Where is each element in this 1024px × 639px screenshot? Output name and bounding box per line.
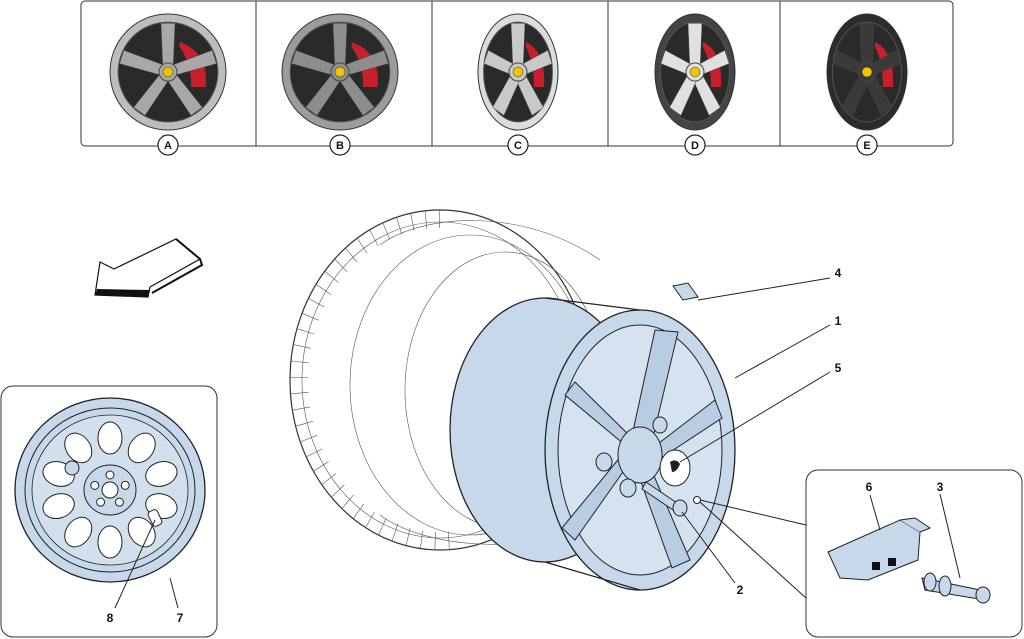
wheel-variant-e: E: [826, 13, 908, 156]
wheel-bolt-part-2: [641, 481, 688, 517]
callout-4: 4: [835, 266, 842, 280]
variant-label: E: [863, 140, 870, 152]
badge-icon: [861, 66, 873, 78]
variant-label: C: [514, 140, 522, 152]
valve-hole: [693, 496, 701, 504]
callout-7: 7: [177, 611, 184, 625]
variant-label: B: [336, 140, 344, 152]
tpms-valve-part-3: [921, 572, 991, 604]
balance-weight-part-4: [672, 282, 699, 301]
wheel-variant-b: B: [281, 13, 399, 156]
direction-arrow: [94, 238, 204, 298]
wheel-rim-part-1: [449, 297, 736, 591]
tpms-sensor-part-6: [827, 517, 932, 581]
variant-label: D: [691, 140, 699, 152]
callout-8: 8: [107, 611, 114, 625]
callout-2: 2: [737, 583, 744, 597]
callout-1: 1: [835, 314, 842, 328]
tpms-panel: [805, 469, 1023, 638]
variant-label: A: [164, 140, 172, 152]
callout-numbers: 4 1 5 2 6 3 8 7: [107, 266, 944, 625]
badge-icon: [162, 66, 174, 78]
spare-wheel-panel: [0, 385, 218, 638]
wheel-variant-a: A: [109, 13, 227, 156]
badge-icon: [512, 66, 524, 78]
wheel-variant-d: D: [654, 13, 736, 156]
callout-3: 3: [937, 480, 944, 494]
callout-6: 6: [866, 480, 873, 494]
callout-5: 5: [835, 361, 842, 375]
leader-lines: [114, 277, 961, 609]
badge-icon: [689, 66, 701, 78]
badge-icon: [334, 66, 346, 78]
hub-badge-part-5: [659, 449, 691, 487]
wheel-variant-c: C: [477, 13, 559, 156]
wheel-variants-panel: A B C D E: [80, 0, 954, 156]
prancing-horse-icon: [670, 460, 680, 472]
